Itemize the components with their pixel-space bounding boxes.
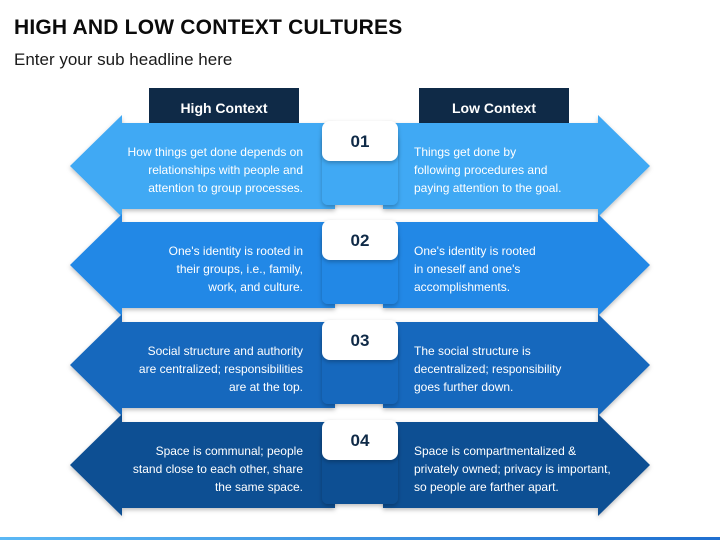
high-context-line: work, and culture. bbox=[208, 280, 303, 294]
low-context-line: Things get done by bbox=[414, 145, 517, 159]
low-context-line: in oneself and one's bbox=[414, 262, 521, 276]
comparison-row-2 bbox=[70, 214, 650, 316]
high-context-line: relationships with people and bbox=[148, 163, 303, 177]
number-badge-2 bbox=[322, 220, 398, 260]
low-context-arrow-2 bbox=[383, 214, 650, 316]
comparison-row-1 bbox=[70, 115, 650, 217]
high-context-line: stand close to each other, share bbox=[132, 462, 303, 476]
header-high-context: High Context bbox=[149, 88, 299, 128]
low-context-arrow-4 bbox=[383, 414, 650, 516]
low-context-text-1: Things get done by following procedures a… bbox=[414, 143, 639, 197]
high-context-line: attention to group processes. bbox=[148, 181, 303, 195]
low-context-line: goes further down. bbox=[414, 380, 514, 394]
low-context-arrow-1 bbox=[383, 115, 650, 217]
low-context-line: so people are farther apart. bbox=[414, 480, 559, 494]
low-context-text-2: One's identity is rooted in oneself and o… bbox=[414, 242, 639, 296]
high-context-line: Space is communal; people bbox=[155, 444, 303, 458]
low-context-line: decentralized; responsibility bbox=[414, 362, 562, 376]
low-context-line: Space is compartmentalized & bbox=[414, 444, 577, 458]
row-number-2: 02 bbox=[350, 231, 370, 250]
page-title: HIGH AND LOW CONTEXT CULTURES bbox=[14, 16, 403, 39]
high-context-line: the same space. bbox=[214, 480, 303, 494]
high-context-line: their groups, i.e., family, bbox=[176, 262, 304, 276]
header-low-context: Low Context bbox=[419, 88, 569, 128]
row-number-3: 03 bbox=[350, 331, 370, 350]
low-context-text-4: Space is compartmentalized & privately ow… bbox=[414, 442, 639, 496]
high-context-arrow-4 bbox=[70, 414, 335, 516]
comparison-row-3 bbox=[70, 314, 650, 416]
low-context-text-3: The social structure is decentralized; re… bbox=[414, 342, 639, 396]
high-context-text-3: Social structure and authority are centra… bbox=[100, 342, 303, 396]
header-low-context-label: Low Context bbox=[452, 100, 536, 116]
low-context-line: following procedures and bbox=[414, 163, 548, 177]
high-context-text-1: How things get done depends on relationsh… bbox=[100, 143, 303, 197]
low-context-line: privately owned; privacy is important, bbox=[414, 462, 611, 476]
number-badge-1 bbox=[322, 121, 398, 161]
header-high-context-label: High Context bbox=[180, 100, 268, 116]
row-number-4: 04 bbox=[350, 431, 370, 450]
low-context-arrow-3 bbox=[383, 314, 650, 416]
comparison-row-4 bbox=[70, 414, 650, 516]
bottom-accent-strip bbox=[0, 537, 720, 540]
high-context-line: are centralized; responsibilities bbox=[138, 362, 303, 376]
row-number-1: 01 bbox=[350, 132, 370, 151]
high-context-text-2: One's identity is rooted in their groups,… bbox=[100, 242, 303, 296]
low-context-line: accomplishments. bbox=[414, 280, 511, 294]
high-context-arrow-1 bbox=[70, 115, 335, 217]
high-context-arrow-2 bbox=[70, 214, 335, 316]
high-context-line: Social structure and authority bbox=[147, 344, 303, 358]
number-badge-4 bbox=[322, 420, 398, 460]
low-context-line: paying attention to the goal. bbox=[414, 181, 562, 195]
high-context-line: How things get done depends on bbox=[127, 145, 303, 159]
page-subtitle: Enter your sub headline here bbox=[14, 50, 233, 69]
number-badge-3 bbox=[322, 320, 398, 360]
low-context-line: The social structure is bbox=[414, 344, 531, 358]
high-context-text-4: Space is communal; people stand close to … bbox=[100, 442, 303, 496]
low-context-line: One's identity is rooted bbox=[414, 244, 536, 258]
high-context-line: are at the top. bbox=[228, 380, 303, 394]
high-context-line: One's identity is rooted in bbox=[168, 244, 303, 258]
high-context-arrow-3 bbox=[70, 314, 335, 416]
